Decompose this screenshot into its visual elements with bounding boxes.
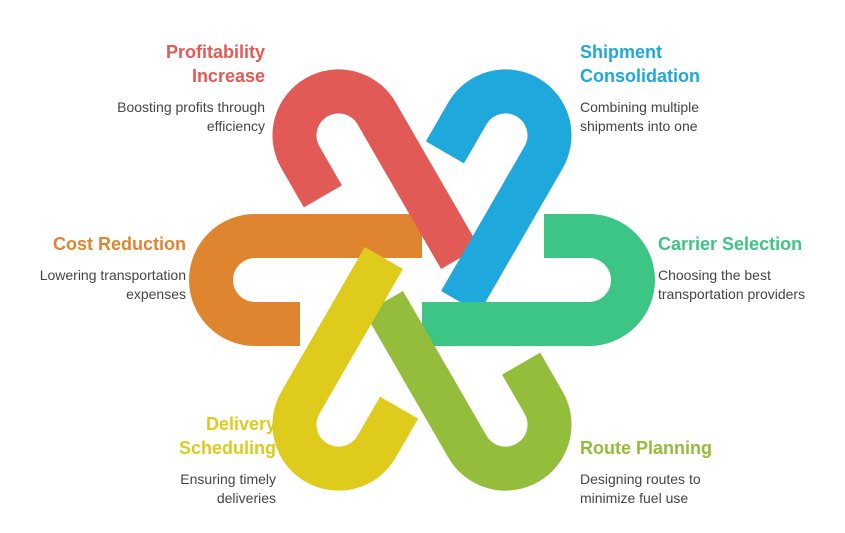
title-line: Route Planning bbox=[580, 438, 712, 458]
title-line: Increase bbox=[191, 66, 265, 86]
title: Carrier Selection bbox=[658, 232, 845, 256]
desc-line: efficiency bbox=[206, 118, 265, 134]
desc-line: minimize fuel use bbox=[580, 490, 689, 506]
desc-line: transportation providers bbox=[658, 286, 806, 302]
loop-shipment-consolidation bbox=[425, 69, 572, 313]
title: Cost Reduction bbox=[0, 232, 186, 256]
label-route-planning: Route Planning Designing routes to minimi… bbox=[580, 436, 820, 508]
desc-line: shipments into one bbox=[580, 118, 698, 134]
loop-route-planning bbox=[364, 291, 572, 491]
description: Boosting profits through efficiency bbox=[25, 98, 265, 136]
description: Choosing the best transportation provider… bbox=[658, 266, 845, 304]
title-line: Profitability bbox=[165, 42, 265, 62]
label-carrier-selection: Carrier Selection Choosing the best trans… bbox=[658, 232, 845, 304]
loop-delivery-scheduling bbox=[272, 247, 419, 491]
description: Lowering transportation expenses bbox=[0, 266, 186, 304]
description: Designing routes to minimize fuel use bbox=[580, 470, 820, 508]
title-line: Delivery bbox=[205, 414, 276, 434]
title-line: Cost Reduction bbox=[53, 234, 186, 254]
title: Route Planning bbox=[580, 436, 820, 460]
loop-carrier-selection bbox=[422, 214, 655, 346]
loop-profitability-increase bbox=[272, 69, 480, 269]
title-line: Carrier Selection bbox=[658, 234, 803, 254]
desc-line: Boosting profits through bbox=[117, 99, 265, 115]
desc-line: Choosing the best bbox=[658, 267, 771, 283]
label-cost-reduction: Cost Reduction Lowering transportation ex… bbox=[0, 232, 186, 304]
description: Ensuring timely deliveries bbox=[36, 470, 276, 508]
title-line: Scheduling bbox=[178, 438, 276, 458]
title-line: Shipment bbox=[580, 42, 663, 62]
desc-line: expenses bbox=[126, 286, 186, 302]
desc-line: Combining multiple bbox=[580, 99, 700, 115]
loop-cost-reduction bbox=[189, 214, 422, 346]
description: Combining multiple shipments into one bbox=[580, 98, 820, 136]
desc-line: Designing routes to bbox=[580, 471, 701, 487]
desc-line: Ensuring timely bbox=[180, 471, 276, 487]
desc-line: deliveries bbox=[216, 490, 276, 506]
desc-line: Lowering transportation bbox=[39, 267, 186, 283]
title-line: Consolidation bbox=[580, 66, 700, 86]
